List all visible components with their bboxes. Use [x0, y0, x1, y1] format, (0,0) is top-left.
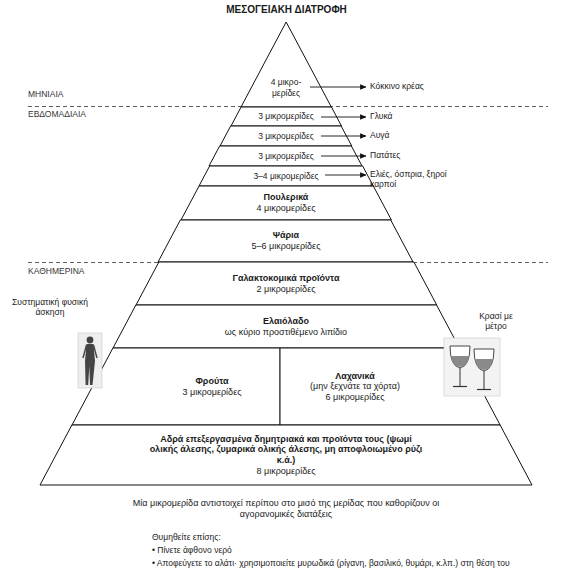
pyramid-band: 3–4 μικρομερίδες: [199, 166, 373, 186]
band-content: Γαλακτοκομικά προϊόντα2 μικρομερίδες: [186, 262, 386, 305]
band-content: Λαχανικά(μην ξεχνάτε τα χόρτα)6 μικρομερ…: [290, 348, 420, 425]
band-text: (μην ξεχνάτε τα χόρτα): [310, 381, 400, 392]
food-label: Αυγά: [370, 130, 490, 140]
leader-arrow: [321, 136, 366, 137]
band-shape: [40, 425, 532, 485]
band-outline: [72, 348, 280, 425]
pyramid-band: Πουλερικά4 μικρομερίδες: [181, 186, 391, 220]
band-content: Αδρά επεξεργασμένα δημητριακά και προϊόν…: [145, 425, 427, 485]
pyramid-band: Φρούτα3 μικρομερίδες: [72, 348, 280, 425]
band-content: 3 μικρομερίδες: [226, 126, 346, 146]
leader-arrow: [325, 175, 366, 176]
band-content: 4 μικρο- μερίδες: [262, 68, 310, 107]
band-shape: [113, 305, 459, 348]
leader-arrows: [310, 87, 366, 175]
band-heading: Πουλερικά: [264, 192, 309, 203]
band-text: 3 μικρομερίδες: [258, 111, 314, 121]
band-shape: [72, 348, 280, 425]
pyramid-band: Ψάρια5–6 μικρομερίδες: [158, 220, 413, 262]
band-text: 3–4 μικρομερίδες: [253, 171, 318, 181]
band-shape: [199, 166, 373, 186]
band-content: 3–4 μικρομερίδες: [221, 166, 351, 186]
wine-glasses: [444, 338, 500, 396]
band-text: 6 μικρομερίδες: [326, 392, 385, 403]
band-shape: [241, 22, 331, 107]
band-heading: Γαλακτοκομικά προϊόντα: [233, 273, 340, 284]
food-label: Κόκκινο κρέας: [370, 81, 490, 91]
pyramid-band: 3 μικρομερίδες: [220, 126, 352, 146]
band-text: 8 μικρομερίδες: [257, 466, 316, 477]
band-text: ως κύριο προστιθέμενο λιπίδιο: [225, 327, 347, 338]
pyramid-band: Γαλακτοκομικά προϊόντα2 μικρομερίδες: [136, 262, 437, 305]
footnote-caption: Μία μικρομερίδα αντιστοιχεί περίπου στο …: [116, 498, 456, 519]
band-content: Πουλερικά4 μικρομερίδες: [216, 186, 356, 220]
band-content: Ψάρια5–6 μικρομερίδες: [206, 220, 366, 262]
band-content: Ελαιόλαδοως κύριο προστιθέμενο λιπίδιο: [176, 305, 396, 348]
reminder-item: • Αποφεύγετε το αλάτι· χρησιμοποιείτε μυ…: [152, 558, 570, 568]
pyramid-band: Ελαιόλαδοως κύριο προστιθέμενο λιπίδιο: [113, 305, 459, 348]
band-shape: [220, 126, 352, 146]
pyramid-band: 4 μικρο- μερίδες: [241, 22, 331, 107]
band-shape: [136, 262, 437, 305]
period-label: ΜΗΝΙΑΙΑ: [28, 89, 148, 99]
band-shape: [231, 107, 342, 126]
leader-arrow: [310, 87, 366, 88]
band-content: 3 μικρομερίδες: [226, 146, 346, 166]
food-label: Ελιές, όσπρια, ξηροί καρποί: [370, 169, 448, 189]
reminder-heading: Θυμηθείτε επίσης:: [152, 532, 452, 542]
side-note: Συστηματική φυσική άσκηση: [8, 297, 92, 317]
band-text: 3 μικρομερίδες: [182, 387, 241, 398]
band-heading: Ψάρια: [273, 230, 299, 241]
band-text: 4 μικρομερίδες: [256, 203, 315, 214]
period-label: ΕΒΔΟΜΑΔΙΑΙΑ: [28, 109, 148, 119]
band-shape: [158, 220, 413, 262]
band-text: 4 μικρο- μερίδες: [262, 77, 310, 97]
leader-arrow: [321, 156, 366, 157]
band-content: 3 μικρομερίδες: [226, 107, 346, 126]
diagram-title: ΜΕΣΟΓΕΙΑΚΗ ΔΙΑΤΡΟΦΗ: [0, 4, 573, 16]
period-label: ΚΑΘΗΜΕΡΙΝΑ: [28, 266, 148, 276]
band-text: 5–6 μικρομερίδες: [251, 241, 320, 252]
band-shape: [181, 186, 391, 220]
exercise-figure: [78, 333, 102, 388]
pyramid-band: Αδρά επεξεργασμένα δημητριακά και προϊόν…: [40, 425, 532, 485]
pyramid-band: Λαχανικά(μην ξεχνάτε τα χόρτα)6 μικρομερ…: [280, 348, 500, 425]
band-text: 3 μικρομερίδες: [258, 151, 314, 161]
band-content: Φρούτα3 μικρομερίδες: [157, 348, 267, 425]
band-heading: Ελαιόλαδο: [263, 316, 309, 327]
band-text: 2 μικρομερίδες: [256, 284, 315, 295]
band-heading: Αδρά επεξεργασμένα δημητριακά και προϊόν…: [145, 434, 427, 466]
food-label: Γλυκά: [370, 111, 490, 121]
band-heading: Φρούτα: [195, 376, 228, 387]
band-shape: [209, 146, 362, 166]
band-shape: [280, 348, 500, 425]
side-note: Κρασί με μέτρο: [470, 311, 522, 331]
band-text: 3 μικρομερίδες: [258, 131, 314, 141]
pyramid-band: 3 μικρομερίδες: [231, 107, 342, 126]
leader-arrow: [321, 117, 366, 118]
reminder-item: • Πίνετε άφθονο νερό: [152, 545, 452, 555]
food-label: Πατάτες: [370, 150, 490, 160]
pyramid-band: 3 μικρομερίδες: [209, 146, 362, 166]
band-heading: Λαχανικά: [335, 371, 375, 382]
